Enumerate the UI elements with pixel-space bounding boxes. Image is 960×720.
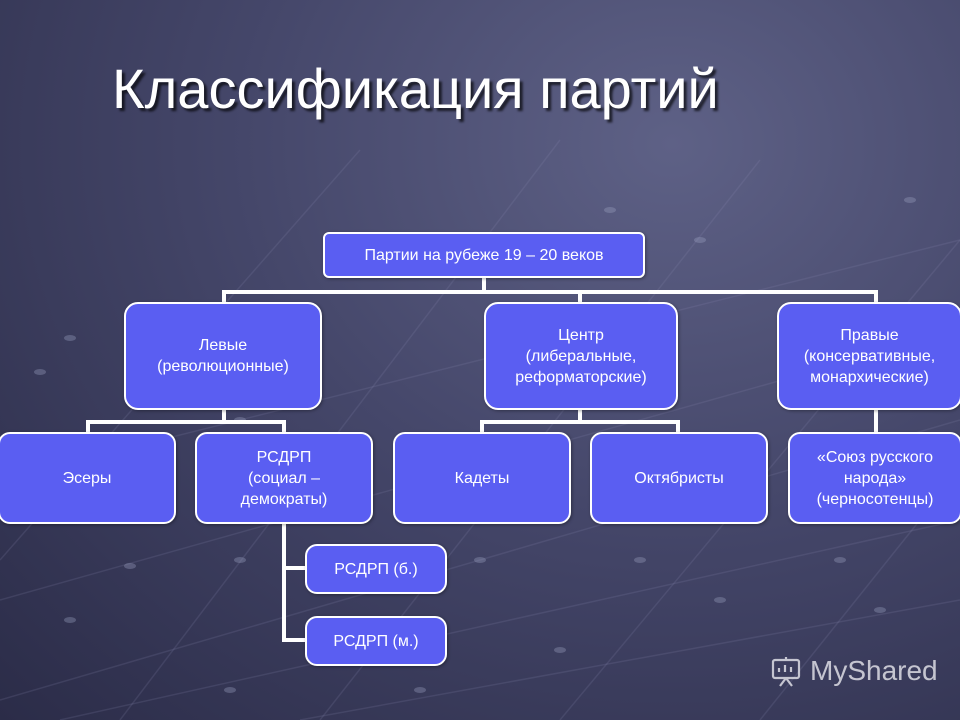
slide-title: Классификация партий xyxy=(112,57,719,120)
presentation-board-icon xyxy=(771,657,801,687)
watermark-logo: MyShared xyxy=(770,654,938,688)
node-rsdrp-mensheviks: РСДРП (м.) xyxy=(305,616,447,666)
node-center-parties: Центр (либеральные, реформаторские) xyxy=(484,302,678,410)
watermark-text: MyShared xyxy=(810,655,938,686)
node-right-parties: Правые (консервативные, монархические) xyxy=(777,302,960,410)
node-left-parties: Левые (революционные) xyxy=(124,302,322,410)
node-root-parties: Партии на рубеже 19 – 20 веков xyxy=(323,232,645,278)
node-esery: Эсеры xyxy=(0,432,176,524)
node-rsdrp: РСДРП (социал – демократы) xyxy=(195,432,373,524)
node-kadety: Кадеты xyxy=(393,432,571,524)
node-rsdrp-bolsheviks: РСДРП (б.) xyxy=(305,544,447,594)
node-oktyabristy: Октябристы xyxy=(590,432,768,524)
node-union-russian-people: «Союз русского народа» (черносотенцы) xyxy=(788,432,960,524)
